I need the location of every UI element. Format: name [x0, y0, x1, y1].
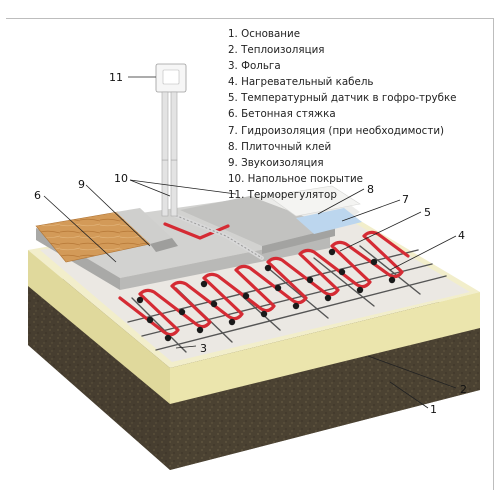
legend-item-7: 7. Гидроизоляция (при необходимости) — [228, 124, 445, 137]
callout-10: 10 — [114, 172, 128, 185]
leader-lines — [43, 76, 457, 409]
legend-item-1: 1. Основание — [228, 28, 301, 40]
callout-1: 1 — [430, 403, 437, 416]
callout-11: 11 — [109, 71, 123, 84]
sound-insulation — [116, 208, 172, 244]
frame-border — [6, 18, 494, 490]
heating-cable — [118, 222, 410, 337]
legend-item-5: 5. Температурный датчик в гофро-трубке — [228, 92, 457, 105]
callout-7: 7 — [402, 193, 409, 206]
cable-clips — [136, 248, 396, 342]
legend-list: 1. Основание 2. Теплоизоляция 3. Фольга … — [228, 26, 457, 203]
callout-5: 5 — [424, 206, 431, 219]
legend-item-3: 3. Фольга — [228, 60, 281, 73]
callout-2: 2 — [460, 383, 467, 396]
sensor-tube — [170, 212, 264, 260]
legend-item-2: 2. Теплоизоляция — [228, 44, 325, 57]
waterproofing — [296, 208, 362, 234]
callout-8: 8 — [367, 183, 374, 196]
legend-item-10: 10. Напольное покрытие — [228, 172, 363, 185]
callout-6: 6 — [34, 189, 41, 202]
callout-4: 4 — [458, 229, 465, 242]
thermostat — [155, 63, 187, 217]
legend-item-9: 9. Звукоизоляция — [228, 156, 324, 169]
callout-9: 9 — [78, 178, 85, 191]
callout-3: 3 — [200, 342, 207, 355]
legend-item-11: 11. Терморегулятор — [228, 188, 337, 201]
legend-item-8: 8. Плиточный клей — [228, 140, 332, 153]
legend-item-6: 6. Бетонная стяжка — [228, 108, 336, 121]
sound-insulation-edge — [150, 238, 178, 252]
legend-item-4: 4. Нагревательный кабель — [228, 76, 374, 89]
tile-adhesive — [267, 185, 361, 217]
